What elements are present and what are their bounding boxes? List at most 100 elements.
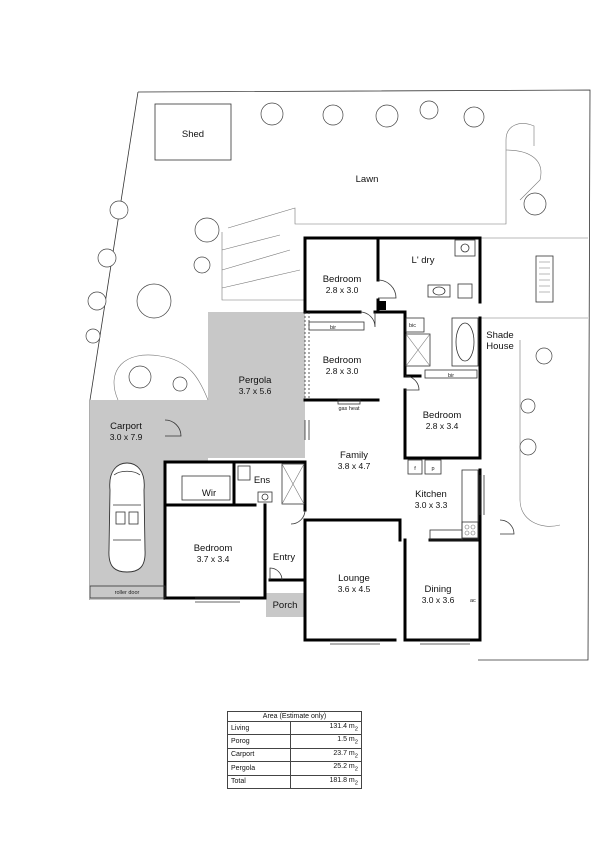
- kitchen-label: Kitchen: [415, 489, 447, 500]
- lounge-label: Lounge: [338, 573, 370, 584]
- dining-label: Dining: [425, 584, 452, 595]
- bir-1: [308, 321, 365, 331]
- tree: [97, 248, 117, 268]
- roller-door: [89, 585, 166, 599]
- tree: [172, 376, 188, 392]
- area-table-title: Area (Estimate only): [227, 711, 362, 722]
- wir-label: Wir: [202, 488, 216, 499]
- tree: [109, 200, 129, 220]
- car-icon: [108, 462, 146, 573]
- tree: [520, 398, 536, 414]
- tree: [194, 217, 220, 243]
- gas-heater: [337, 399, 361, 405]
- area-value: 25.2 m2: [289, 761, 363, 776]
- area-value: 1.5 m2: [289, 734, 363, 749]
- gas-heat-label: gas heat: [338, 406, 360, 412]
- tree: [519, 438, 537, 456]
- bedroom-3-dims: 2.8 x 3.4: [426, 421, 459, 431]
- fridge-space: [407, 459, 423, 475]
- outdoor-table: [535, 255, 554, 303]
- main-bedroom-dims: 3.7 x 3.4: [197, 554, 230, 564]
- pergola-dims: 3.7 x 5.6: [239, 386, 272, 396]
- toilet: [457, 283, 473, 299]
- tree: [260, 102, 284, 126]
- shade-house-label-1: Shade: [486, 330, 513, 341]
- shower: [405, 333, 431, 367]
- pantry-label: p: [431, 466, 434, 472]
- tree: [193, 256, 211, 274]
- area-table: Area (Estimate only) Living 131.4 m2 Por…: [227, 711, 363, 789]
- garden-bed-left: [113, 354, 209, 401]
- garden-path-right: [505, 149, 542, 201]
- lawn-outline: [227, 123, 535, 229]
- pantry-space: [424, 459, 442, 475]
- area-label: Total: [227, 774, 291, 789]
- tree: [85, 328, 101, 344]
- area-label: Porog: [227, 734, 291, 749]
- ensuite-shower: [281, 463, 305, 505]
- lounge-dims: 3.6 x 4.5: [338, 584, 371, 594]
- shed-label: Shed: [182, 129, 204, 140]
- area-table-header: Area (Estimate only): [227, 711, 362, 722]
- bedroom-1-dims: 2.8 x 3.0: [326, 285, 359, 295]
- roller-door-label: roller door: [115, 590, 140, 596]
- stove: [461, 521, 479, 539]
- lawn-label: Lawn: [356, 174, 379, 185]
- ac-label: ac: [470, 598, 476, 604]
- tree: [87, 291, 107, 311]
- ensuite-label: Ens: [254, 475, 271, 486]
- area-label: Pergola: [227, 761, 291, 776]
- tree: [523, 192, 547, 216]
- laundry-tub: [454, 239, 476, 257]
- trees: [85, 100, 553, 456]
- tree: [128, 365, 152, 389]
- kitchen-dims: 3.0 x 3.3: [415, 500, 448, 510]
- tree: [136, 283, 172, 319]
- table-row: Carport 23.7 m2: [227, 747, 363, 763]
- tree: [535, 347, 553, 365]
- entry-label: Entry: [273, 552, 295, 563]
- fittings: [164, 239, 515, 645]
- area-value: 181.8 m2: [289, 774, 363, 789]
- area-value: 131.4 m2: [289, 720, 363, 736]
- table-row: Pergola 25.2 m2: [227, 761, 363, 776]
- table-row: Porog 1.5 m2: [227, 734, 363, 749]
- garden-bed-right: [519, 340, 561, 527]
- tree: [375, 104, 399, 128]
- bedroom-3-label: Bedroom: [423, 410, 462, 421]
- bic: [405, 317, 425, 333]
- table-row: Total 181.8 m2: [227, 774, 363, 789]
- tree: [463, 106, 485, 128]
- fridge-label: f: [414, 466, 416, 472]
- bir-2: [424, 369, 478, 379]
- vanity: [427, 284, 451, 298]
- family-dims: 3.8 x 4.7: [338, 461, 371, 471]
- carport-label: Carport: [110, 421, 142, 432]
- wir-rail: [181, 475, 231, 501]
- bir-2-label: bir: [448, 373, 454, 379]
- bedroom-2-dims: 2.8 x 3.0: [326, 366, 359, 376]
- dining-dims: 3.0 x 3.6: [422, 595, 455, 605]
- bic-label: bic: [409, 323, 416, 329]
- table-row: Living 131.4 m2: [227, 720, 363, 736]
- kitchen-bench: [461, 469, 479, 541]
- bedroom-2-label: Bedroom: [323, 355, 362, 366]
- pergola-label: Pergola: [239, 375, 272, 386]
- ensuite-basin: [257, 491, 273, 503]
- tree: [419, 100, 439, 120]
- family-label: Family: [340, 450, 368, 461]
- ensuite-toilet: [237, 465, 251, 481]
- tree: [322, 104, 344, 126]
- area-label: Living: [227, 720, 291, 736]
- shed: [154, 103, 232, 161]
- laundry-label: L' dry: [412, 255, 435, 266]
- area-label: Carport: [227, 747, 291, 763]
- porch-area: [266, 593, 304, 617]
- curved-path: [221, 232, 305, 301]
- bir-1-label: bir: [330, 325, 336, 331]
- main-bedroom-label: Bedroom: [194, 543, 233, 554]
- bedroom-1-label: Bedroom: [323, 274, 362, 285]
- carport-dims: 3.0 x 7.9: [110, 432, 143, 442]
- shade-house-label-2: House: [486, 341, 513, 352]
